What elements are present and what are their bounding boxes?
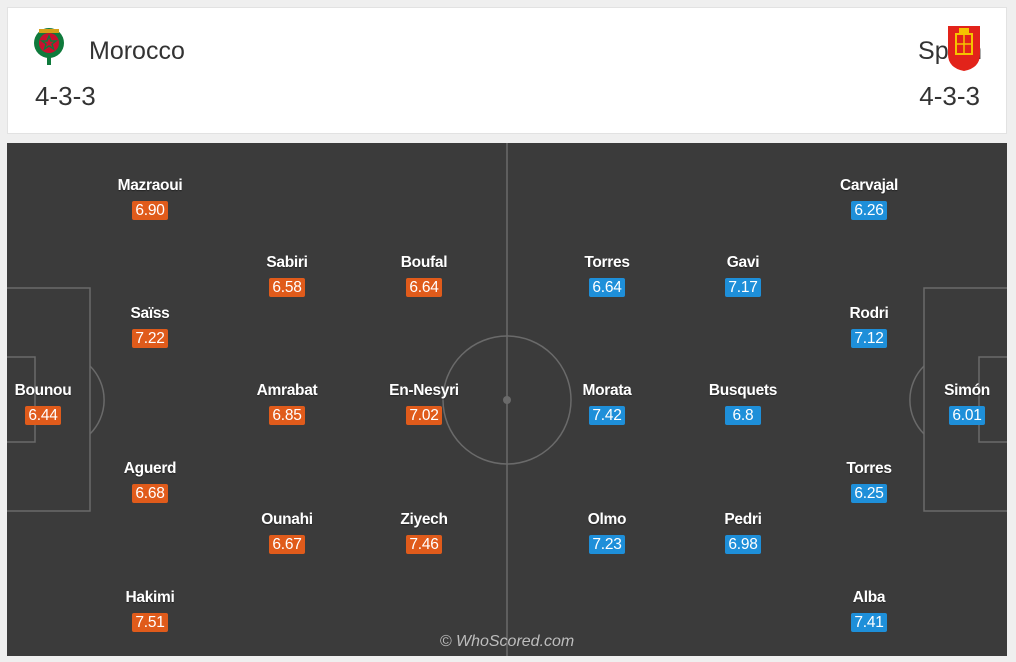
- home-player[interactable]: En-Nesyri 7.02: [379, 382, 469, 425]
- player-name[interactable]: Torres: [584, 254, 630, 271]
- home-player[interactable]: Bounou 6.44: [7, 382, 88, 425]
- away-player[interactable]: Gavi 7.17: [698, 254, 788, 297]
- player-name[interactable]: Sabiri: [266, 254, 308, 271]
- player-rating-badge: 6.58: [269, 278, 305, 297]
- player-rating-badge: 7.51: [132, 613, 168, 632]
- player-rating-badge: 7.12: [851, 329, 887, 348]
- player-rating-badge: 6.90: [132, 201, 168, 220]
- player-rating-badge: 6.98: [725, 535, 761, 554]
- player-name[interactable]: Carvajal: [840, 177, 898, 194]
- home-formation: 4-3-3: [35, 81, 96, 111]
- away-player[interactable]: Olmo 7.23: [562, 511, 652, 554]
- away-player[interactable]: Alba 7.41: [824, 589, 914, 632]
- away-player[interactable]: Pedri 6.98: [698, 511, 788, 554]
- home-player[interactable]: Ziyech 7.46: [379, 511, 469, 554]
- match-header: Morocco 4-3-3 Spain 4-3-3: [7, 7, 1007, 134]
- player-name[interactable]: Rodri: [849, 305, 889, 322]
- home-player[interactable]: Sabiri 6.58: [242, 254, 332, 297]
- player-name[interactable]: Ounahi: [261, 511, 313, 528]
- player-rating-badge: 6.44: [25, 406, 61, 425]
- player-name[interactable]: Amrabat: [256, 382, 318, 399]
- player-name[interactable]: Gavi: [726, 254, 760, 271]
- player-rating-badge: 7.17: [725, 278, 761, 297]
- player-rating-badge: 7.41: [851, 613, 887, 632]
- away-player[interactable]: Torres 6.25: [824, 460, 914, 503]
- away-player[interactable]: Morata 7.42: [562, 382, 652, 425]
- player-rating-badge: 7.46: [406, 535, 442, 554]
- player-rating-badge: 6.01: [949, 406, 985, 425]
- player-name[interactable]: En-Nesyri: [389, 382, 459, 399]
- player-name[interactable]: Simón: [944, 382, 990, 399]
- home-player[interactable]: Amrabat 6.85: [242, 382, 332, 425]
- player-rating-badge: 6.8: [725, 406, 761, 425]
- player-rating-badge: 6.85: [269, 406, 305, 425]
- player-name[interactable]: Morata: [582, 382, 632, 399]
- home-player[interactable]: Ounahi 6.67: [242, 511, 332, 554]
- player-name[interactable]: Saïss: [130, 305, 170, 322]
- player-rating-badge: 7.42: [589, 406, 625, 425]
- player-rating-badge: 6.25: [851, 484, 887, 503]
- home-team-name[interactable]: Morocco: [89, 37, 185, 65]
- player-rating-badge: 6.64: [589, 278, 625, 297]
- away-player[interactable]: Busquets 6.8: [698, 382, 788, 425]
- player-name[interactable]: Busquets: [708, 382, 778, 399]
- player-name[interactable]: Torres: [846, 460, 892, 477]
- home-player[interactable]: Boufal 6.64: [379, 254, 469, 297]
- away-player[interactable]: Simón 6.01: [922, 382, 1007, 425]
- player-rating-badge: 6.67: [269, 535, 305, 554]
- watermark: © WhoScored.com: [439, 633, 575, 650]
- home-player[interactable]: Aguerd 6.68: [105, 460, 195, 503]
- player-name[interactable]: Alba: [852, 589, 886, 606]
- home-player[interactable]: Hakimi 7.51: [105, 589, 195, 632]
- player-name[interactable]: Hakimi: [125, 589, 175, 606]
- away-player[interactable]: Carvajal 6.26: [824, 177, 914, 220]
- player-rating-badge: 6.64: [406, 278, 442, 297]
- away-player[interactable]: Torres 6.64: [562, 254, 652, 297]
- away-player[interactable]: Rodri 7.12: [824, 305, 914, 348]
- morocco-crest-icon: [34, 28, 64, 65]
- player-rating-badge: 7.22: [132, 329, 168, 348]
- player-name[interactable]: Bounou: [14, 382, 72, 399]
- player-rating-badge: 6.68: [132, 484, 168, 503]
- spain-crest-icon: [948, 26, 980, 71]
- player-rating-badge: 6.26: [851, 201, 887, 220]
- pitch-lines: [7, 143, 1007, 656]
- player-name[interactable]: Olmo: [587, 511, 627, 528]
- player-rating-badge: 7.23: [589, 535, 625, 554]
- away-formation: 4-3-3: [919, 81, 980, 111]
- player-name[interactable]: Pedri: [724, 511, 762, 528]
- player-name[interactable]: Boufal: [400, 254, 448, 271]
- player-name[interactable]: Aguerd: [123, 460, 177, 477]
- home-player[interactable]: Mazraoui 6.90: [105, 177, 195, 220]
- player-rating-badge: 7.02: [406, 406, 442, 425]
- player-name[interactable]: Ziyech: [400, 511, 448, 528]
- player-name[interactable]: Mazraoui: [117, 177, 183, 194]
- home-player[interactable]: Saïss 7.22: [105, 305, 195, 348]
